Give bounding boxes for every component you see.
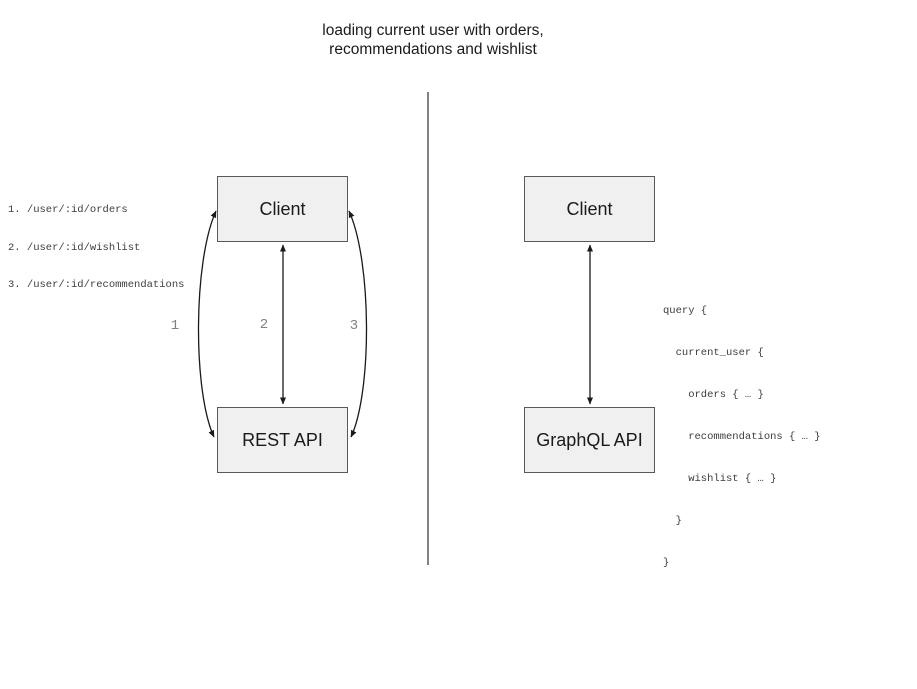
graphql-api-box: GraphQL API <box>524 407 655 473</box>
client-box-left: Client <box>217 176 348 242</box>
client-box-left-label: Client <box>259 198 306 219</box>
graphql-api-box-label: GraphQL API <box>536 429 643 450</box>
query-line: orders { … } <box>663 389 764 401</box>
arrow-label-3: 3 <box>349 318 359 334</box>
diagram-title: loading current user with orders, recomm… <box>322 21 543 59</box>
client-box-right-label: Client <box>566 198 613 219</box>
query-line: wishlist { … } <box>663 473 777 485</box>
query-line: current_user { <box>663 347 764 359</box>
diagram-title-line-2: recommendations and wishlist <box>329 41 537 58</box>
query-line: recommendations { … } <box>663 431 821 443</box>
rest-api-box-label: REST API <box>242 429 323 450</box>
endpoint-line: 3. /user/:id/recommendations <box>8 279 185 291</box>
endpoint-line: 2. /user/:id/wishlist <box>8 241 141 254</box>
arrow-label-2: 2 <box>259 317 269 333</box>
client-box-right: Client <box>524 176 655 242</box>
arrow-label-1: 1 <box>170 318 180 334</box>
diagram-title-line-1: loading current user with orders, <box>322 22 544 39</box>
graphql-query: query { current_user { orders { … } reco… <box>663 276 821 598</box>
endpoint-line: 1. /user/:id/orders <box>8 204 128 216</box>
rest-endpoints-list: 1. /user/:id/orders 2. /user/:id/wishlis… <box>8 179 184 317</box>
query-line: query { <box>663 305 708 317</box>
rest-api-box: REST API <box>217 407 348 473</box>
arrow-1-curve <box>197 210 217 438</box>
query-line: } <box>663 557 670 569</box>
query-line: } <box>663 515 682 527</box>
